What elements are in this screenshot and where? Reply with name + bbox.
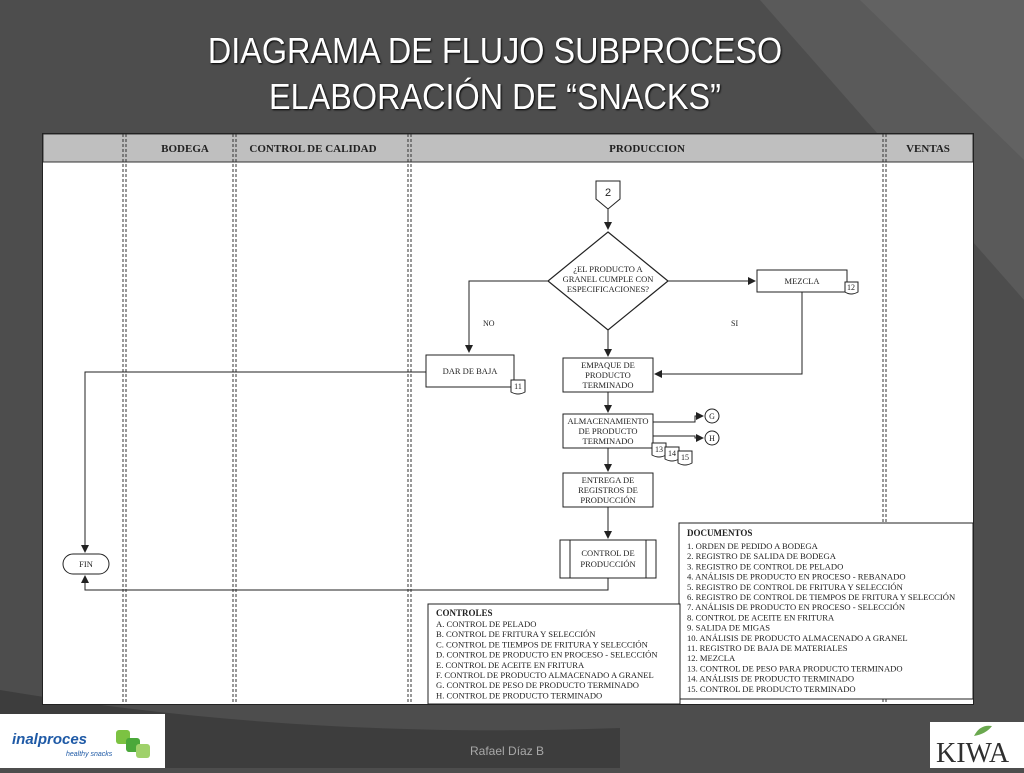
controles-list-item: H. CONTROL DE PRODUCTO TERMINADO (436, 690, 602, 700)
documentos-list-item: 15. CONTROL DE PRODUCTO TERMINADO (687, 684, 856, 694)
documentos-title: DOCUMENTOS (687, 528, 752, 538)
lane-label-produccion: PRODUCCION (609, 143, 685, 155)
decision-text-1: ¿EL PRODUCTO A (573, 264, 643, 274)
documentos-list-item: 14. ANÁLISIS DE PRODUCTO TERMINADO (687, 674, 854, 684)
doc-ref-12: 12 (847, 283, 855, 292)
doc-ref-14: 14 (668, 449, 676, 458)
kiwa-wordmark: KIWA (936, 738, 1010, 768)
controles-list-item: D. CONTROL DE PRODUCTO EN PROCESO - SELE… (436, 650, 658, 660)
terminator-fin-label: FIN (79, 559, 93, 569)
process-entrega-label-2: REGISTROS DE (578, 485, 638, 495)
logo-squares-icon (116, 730, 150, 758)
documentos-list-item: 1. ORDEN DE PEDIDO A BODEGA (687, 541, 819, 551)
doc-ref-13: 13 (655, 445, 663, 454)
offpage-connector-2 (595, 180, 621, 210)
process-empaque-label-1: EMPAQUE DE (581, 360, 635, 370)
process-almacenamiento-label-1: ALMACENAMIENTO (567, 416, 648, 426)
title-line-2: ELABORACIÓN DE “SNACKS” (269, 76, 721, 117)
inalproces-logo: inalproces healthy snacks (0, 714, 165, 768)
lane-header-bar (43, 134, 973, 163)
process-control-produccion-label-1: CONTROL DE (581, 548, 634, 558)
inalproces-logo-graphic: inalproces healthy snacks (12, 730, 150, 758)
controles-list-item: B. CONTROL DE FRITURA Y SELECCIÓN (436, 629, 596, 639)
documentos-list-item: 9. SALIDA DE MIGAS (687, 623, 770, 633)
footer-credit: Rafael Díaz B (470, 744, 545, 758)
documentos-list-item: 2. REGISTRO DE SALIDA DE BODEGA (687, 551, 837, 561)
documentos-legend (678, 522, 973, 700)
connector-g-label: G (709, 412, 715, 421)
documentos-list-item: 4. ANÁLISIS DE PRODUCTO EN PROCESO - REB… (687, 572, 906, 582)
flowchart-diagram: BODEGA CONTROL DE CALIDAD PRODUCCION VEN… (42, 133, 974, 705)
process-empaque-label-3: TERMINADO (583, 380, 634, 390)
controles-title: CONTROLES (436, 608, 493, 618)
controles-legend (427, 603, 681, 704)
documentos-list-item: 8. CONTROL DE ACEITE EN FRITURA (687, 612, 835, 622)
process-almacenamiento (562, 413, 654, 449)
kiwa-logo: KIWA (930, 722, 1024, 769)
process-dar-de-baja (425, 354, 515, 388)
documentos-list-item: 10. ANÁLISIS DE PRODUCTO ALMACENADO A GR… (687, 633, 908, 643)
lane-label-control-calidad: CONTROL DE CALIDAD (249, 143, 376, 155)
flowchart-canvas: BODEGA CONTROL DE CALIDAD PRODUCCION VEN… (43, 134, 973, 704)
process-almacenamiento-label-2: DE PRODUCTO (578, 426, 637, 436)
kiwa-logo-graphic: KIWA (936, 725, 1010, 769)
connector-h-label: H (709, 434, 715, 443)
documentos-list-item: 13. CONTROL DE PESO PARA PRODUCTO TERMIN… (687, 663, 903, 673)
process-dar-de-baja-label: DAR DE BAJA (443, 366, 499, 376)
page-title: DIAGRAMA DE FLUJO SUBPROCESO ELABORACIÓN… (50, 28, 941, 120)
process-mezcla-label: MEZCLA (785, 276, 821, 286)
decision-text-3: ESPECIFICACIONES? (567, 284, 649, 294)
controles-list-item: C. CONTROL DE TIEMPOS DE FRITURA Y SELEC… (436, 639, 649, 649)
controles-list-item: E. CONTROL DE ACEITE EN FRITURA (436, 660, 585, 670)
document-icon (510, 379, 526, 395)
controles-list-item: A. CONTROL DE PELADO (436, 619, 536, 629)
terminator-fin (62, 553, 110, 575)
leaf-icon (974, 725, 992, 736)
documentos-list-item: 7. ANÁLISIS DE PRODUCTO EN PROCESO - SEL… (687, 602, 906, 612)
decision-text-2: GRANEL CUMPLE CON (563, 274, 654, 284)
documentos-list-item: 11. REGISTRO DE BAJA DE MATERIALES (687, 643, 848, 653)
lane-label-ventas: VENTAS (906, 143, 950, 155)
document-icon (677, 450, 693, 466)
title-line-1: DIAGRAMA DE FLUJO SUBPROCESO (207, 30, 783, 71)
offpage-connector-label: 2 (605, 187, 611, 199)
documentos-list-item: 12. MEZCLA (687, 653, 736, 663)
documentos-list-item: 3. REGISTRO DE CONTROL DE PELADO (687, 561, 843, 571)
connector-h (704, 430, 720, 446)
process-empaque-label-2: PRODUCTO (585, 370, 631, 380)
lane-label-bodega: BODEGA (161, 143, 209, 155)
process-control-produccion-label-2: PRODUCCIÓN (580, 559, 635, 569)
logo-tagline: healthy snacks (66, 751, 113, 758)
logo-wordmark: inalproces (12, 731, 87, 748)
branch-si-label: SI (731, 319, 738, 328)
connector-g (704, 408, 720, 424)
controles-list-item: F. CONTROL DE PRODUCTO ALMACENADO A GRAN… (436, 670, 654, 680)
controles-list-item: G. CONTROL DE PESO DE PRODUCTO TERMINADO (436, 680, 639, 690)
doc-ref-15: 15 (681, 453, 689, 462)
document-icon (844, 281, 859, 295)
process-entrega-label-3: PRODUCCIÓN (580, 495, 635, 505)
process-entrega-label-1: ENTREGA DE (582, 475, 635, 485)
process-empaque (562, 357, 654, 393)
documentos-list-item: 6. REGISTRO DE CONTROL DE TIEMPOS DE FRI… (687, 592, 956, 602)
documentos-list-item: 5. REGISTRO DE CONTROL DE FRITURA Y SELE… (687, 582, 904, 592)
doc-ref-11: 11 (514, 382, 522, 391)
branch-no-label: NO (483, 319, 495, 328)
process-almacenamiento-label-3: TERMINADO (583, 436, 634, 446)
